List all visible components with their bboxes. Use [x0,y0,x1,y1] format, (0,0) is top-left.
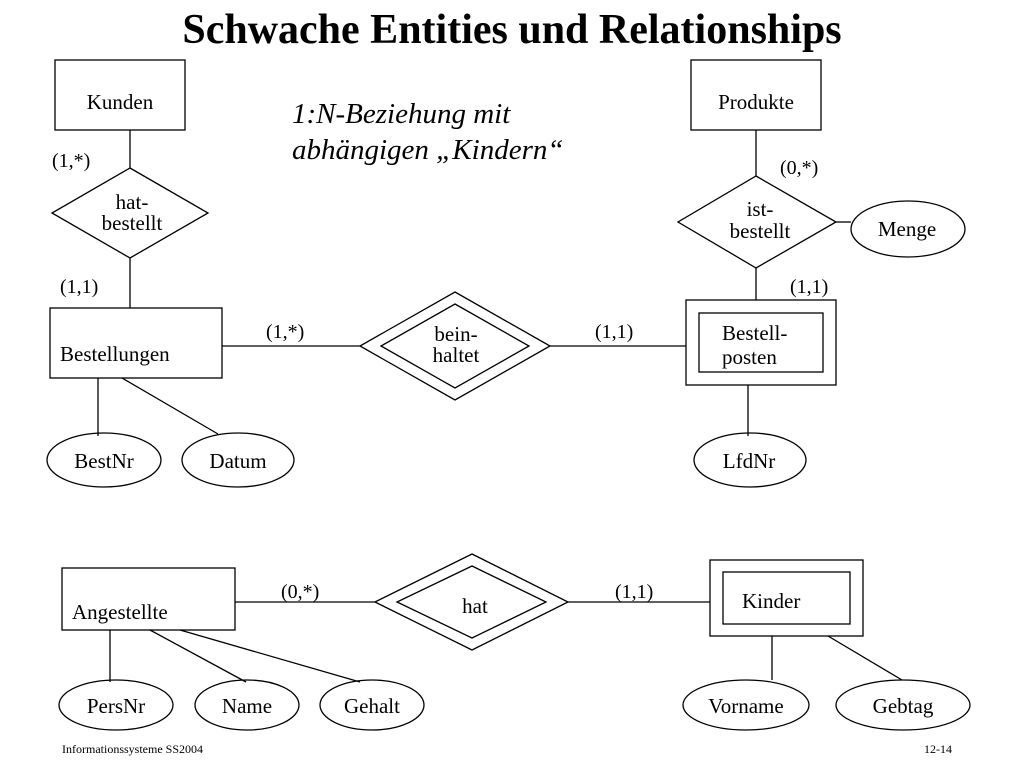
rel-ist-bestellt-diamond [676,175,838,269]
attr-gehalt: Gehalt [344,694,400,718]
footer-page-number: 12-14 [924,742,952,756]
card-kunden-hat-bestellt: (1,*) [52,150,90,172]
attr-vorname: Vorname [708,694,783,718]
entity-angestellte-box [61,567,236,631]
attr-menge: Menge [878,217,936,241]
attr-datum: Datum [209,449,266,473]
attr-vorname-ellipse [682,679,810,731]
entity-kinder-inner-box [722,571,851,625]
card-angestellte-hat: (0,*) [281,581,319,603]
annotation: 1:N-Beziehung mit abhängigen „Kindern“ [292,96,564,168]
line-bestellungen-datum [121,377,219,435]
annotation-line-2: abhängigen „Kindern“ [292,134,564,166]
annotation-line-1: 1:N-Beziehung mit [292,98,511,130]
card-kinder-hat: (1,1) [615,581,653,603]
rel-hat: hat [462,594,488,618]
rel-hat-bestellt-line2: bestellt [102,211,163,235]
entity-angestellte: Angestellte [72,600,168,624]
rel-ist-bestellt-line2: bestellt [730,219,791,243]
attr-menge-ellipse [850,200,966,258]
rel-beinhaltet-outer-diamond [358,291,552,401]
rel-hat-bestellt-line1: hat- [116,190,149,214]
attr-name: Name [222,694,272,718]
entity-bestellposten-outer-box [685,299,837,386]
line-kinder-gebtag [827,635,903,681]
entity-kunden-box [54,59,186,131]
rel-hat-inner-diamond [395,565,548,639]
attr-gebtag: Gebtag [873,694,934,718]
card-bestellungen-hat-bestellt: (1,1) [60,276,98,298]
entity-produkte-box [690,59,822,131]
card-bestellposten-ist-bestellt: (1,1) [790,276,828,298]
attr-persnr-ellipse [58,679,174,731]
rel-ist-bestellt-line1: ist- [747,197,774,221]
attr-bestnr: BestNr [74,449,134,473]
rel-beinhaltet-line1: bein- [434,322,477,346]
attr-name-ellipse [194,679,300,731]
rel-beinhaltet-line2: haltet [433,343,480,367]
rel-beinhaltet-inner-diamond [379,303,531,389]
rel-hat-outer-diamond [373,553,570,651]
entity-kinder-outer-box [709,559,864,637]
line-angestellte-gehalt [179,629,361,683]
card-bestellungen-beinhaltet: (1,*) [266,321,304,343]
entity-bestellungen-box [49,307,223,379]
entity-kinder: Kinder [742,589,800,613]
attr-datum-ellipse [181,432,295,488]
entity-bestellungen: Bestellungen [60,342,170,366]
entity-kunden: Kunden [87,90,154,114]
line-angestellte-name [149,629,247,683]
attr-gehalt-ellipse [319,679,425,731]
attr-gebtag-ellipse [835,679,971,731]
entity-bestellposten-inner-box [698,312,824,373]
entity-produkte: Produkte [718,90,794,114]
attr-persnr: PersNr [87,694,145,718]
entity-bestellposten-line1: Bestell- [722,321,787,345]
attr-lfdnr: LfdNr [723,449,775,473]
attr-bestnr-ellipse [46,432,162,488]
card-produkte-ist-bestellt: (0,*) [780,157,818,179]
footer-course: Informationssysteme SS2004 [62,742,203,756]
rel-hat-bestellt-diamond [50,167,210,259]
slide-title: Schwache Entities und Relationships [182,7,842,53]
attr-lfdnr-ellipse [693,432,807,488]
card-bestellposten-beinhaltet: (1,1) [595,321,633,343]
entity-bestellposten-line2: posten [722,345,777,369]
